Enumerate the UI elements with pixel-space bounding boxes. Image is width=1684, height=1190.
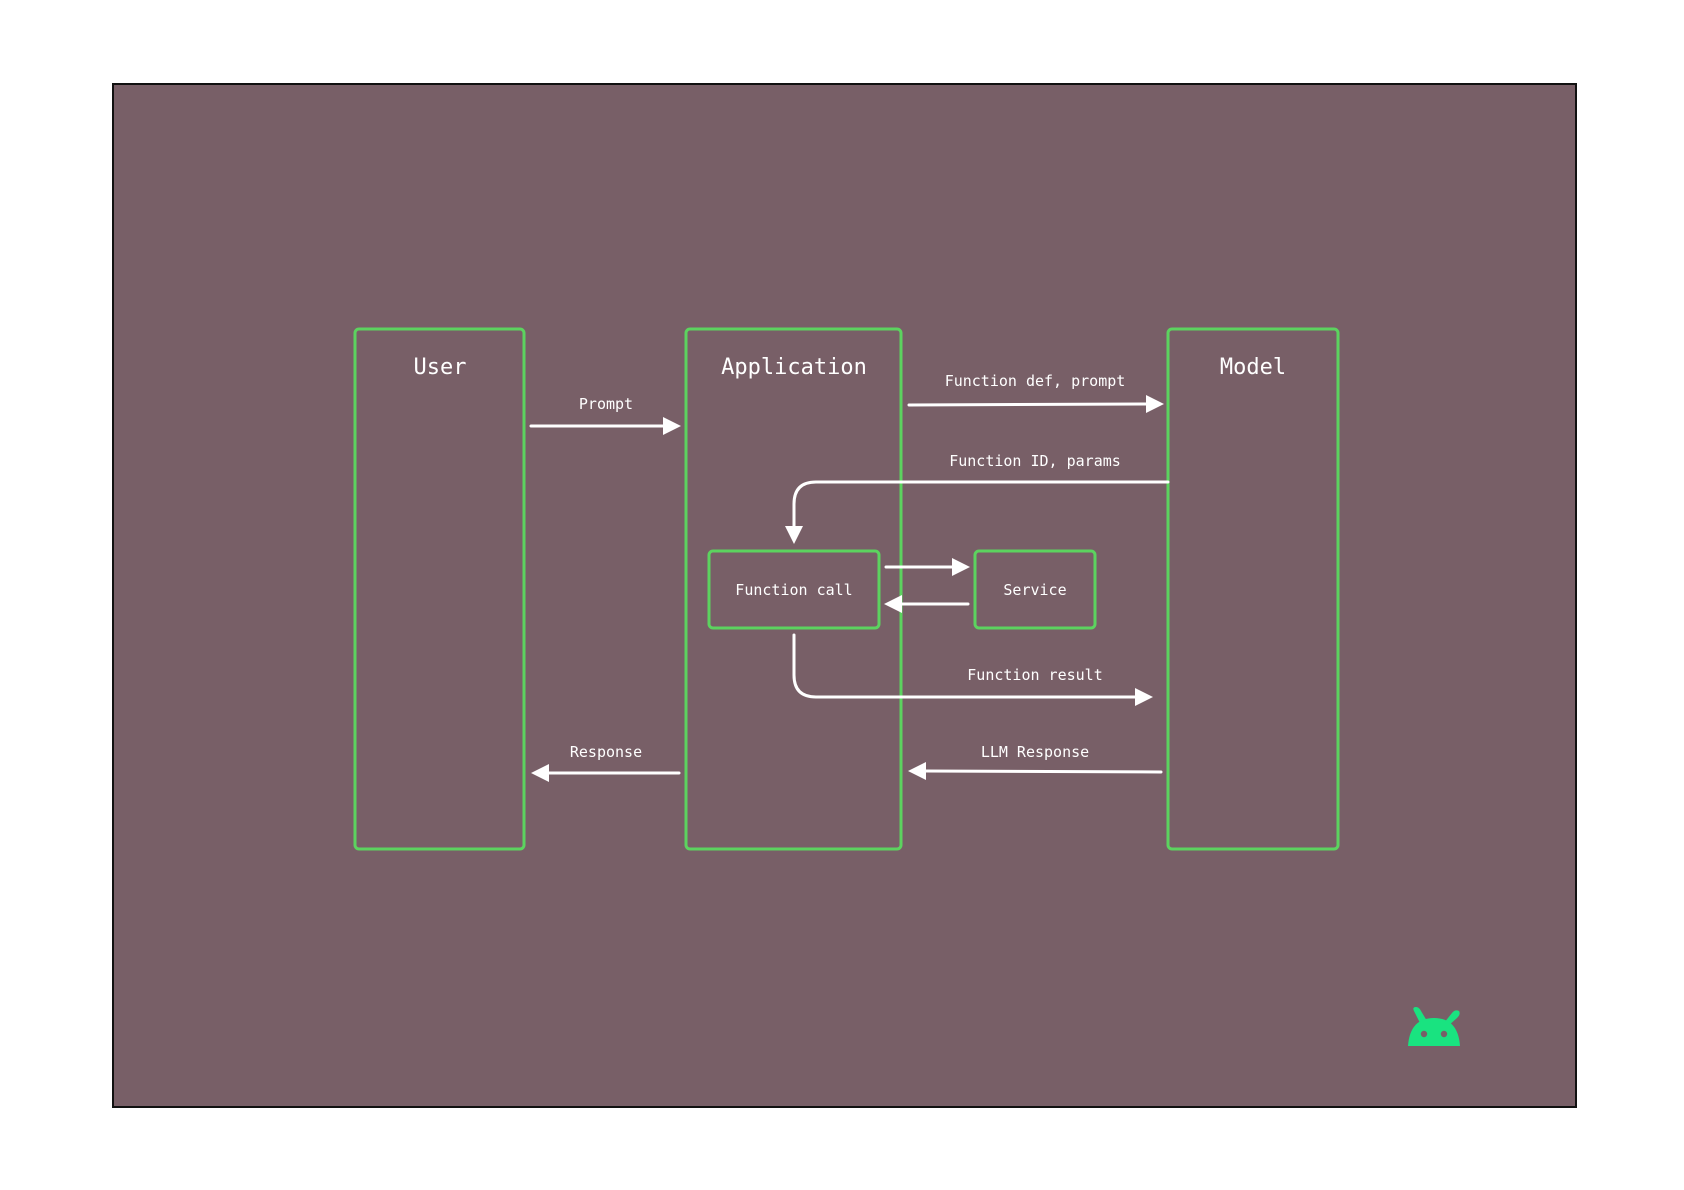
function-def-arrow-line <box>907 402 1148 407</box>
prompt-label: Prompt <box>579 395 633 413</box>
application-lane <box>684 327 903 851</box>
function-id-arrow-line <box>792 480 1170 529</box>
llm-response-arrow-head <box>908 762 926 780</box>
function-call-box <box>707 549 881 630</box>
android-robot-head-icon <box>1408 1007 1460 1046</box>
function-def-label: Function def, prompt <box>945 372 1126 390</box>
service-label: Service <box>1003 581 1066 599</box>
prompt-arrow-head <box>663 417 681 435</box>
application-lane-title: Application <box>721 355 867 380</box>
function-def-arrow-head <box>1146 395 1164 413</box>
logo-head <box>1408 1018 1460 1046</box>
llm-response-label: LLM Response <box>981 743 1089 761</box>
model-lane <box>1166 327 1340 851</box>
response-label: Response <box>570 743 642 761</box>
function-result-arrow-line <box>792 633 1138 699</box>
llm-response-arrow-line <box>923 769 1163 774</box>
response-arrow-head <box>531 764 549 782</box>
from-service-arrow-head <box>884 595 902 613</box>
function-result-label: Function result <box>967 666 1102 684</box>
model-lane-title: Model <box>1220 355 1286 380</box>
logo-eye-right <box>1440 1030 1448 1038</box>
function-id-label: Function ID, params <box>949 452 1121 470</box>
logo-antenna-left <box>1413 1007 1427 1023</box>
logo-eye-left <box>1420 1030 1428 1038</box>
function-id-arrow-head <box>785 526 803 544</box>
user-lane-title: User <box>414 355 467 380</box>
function-result-arrow-head <box>1135 688 1153 706</box>
to-service-arrow-head <box>952 558 970 576</box>
service-box <box>973 549 1097 630</box>
function-call-label: Function call <box>735 581 852 599</box>
user-lane <box>353 327 526 851</box>
